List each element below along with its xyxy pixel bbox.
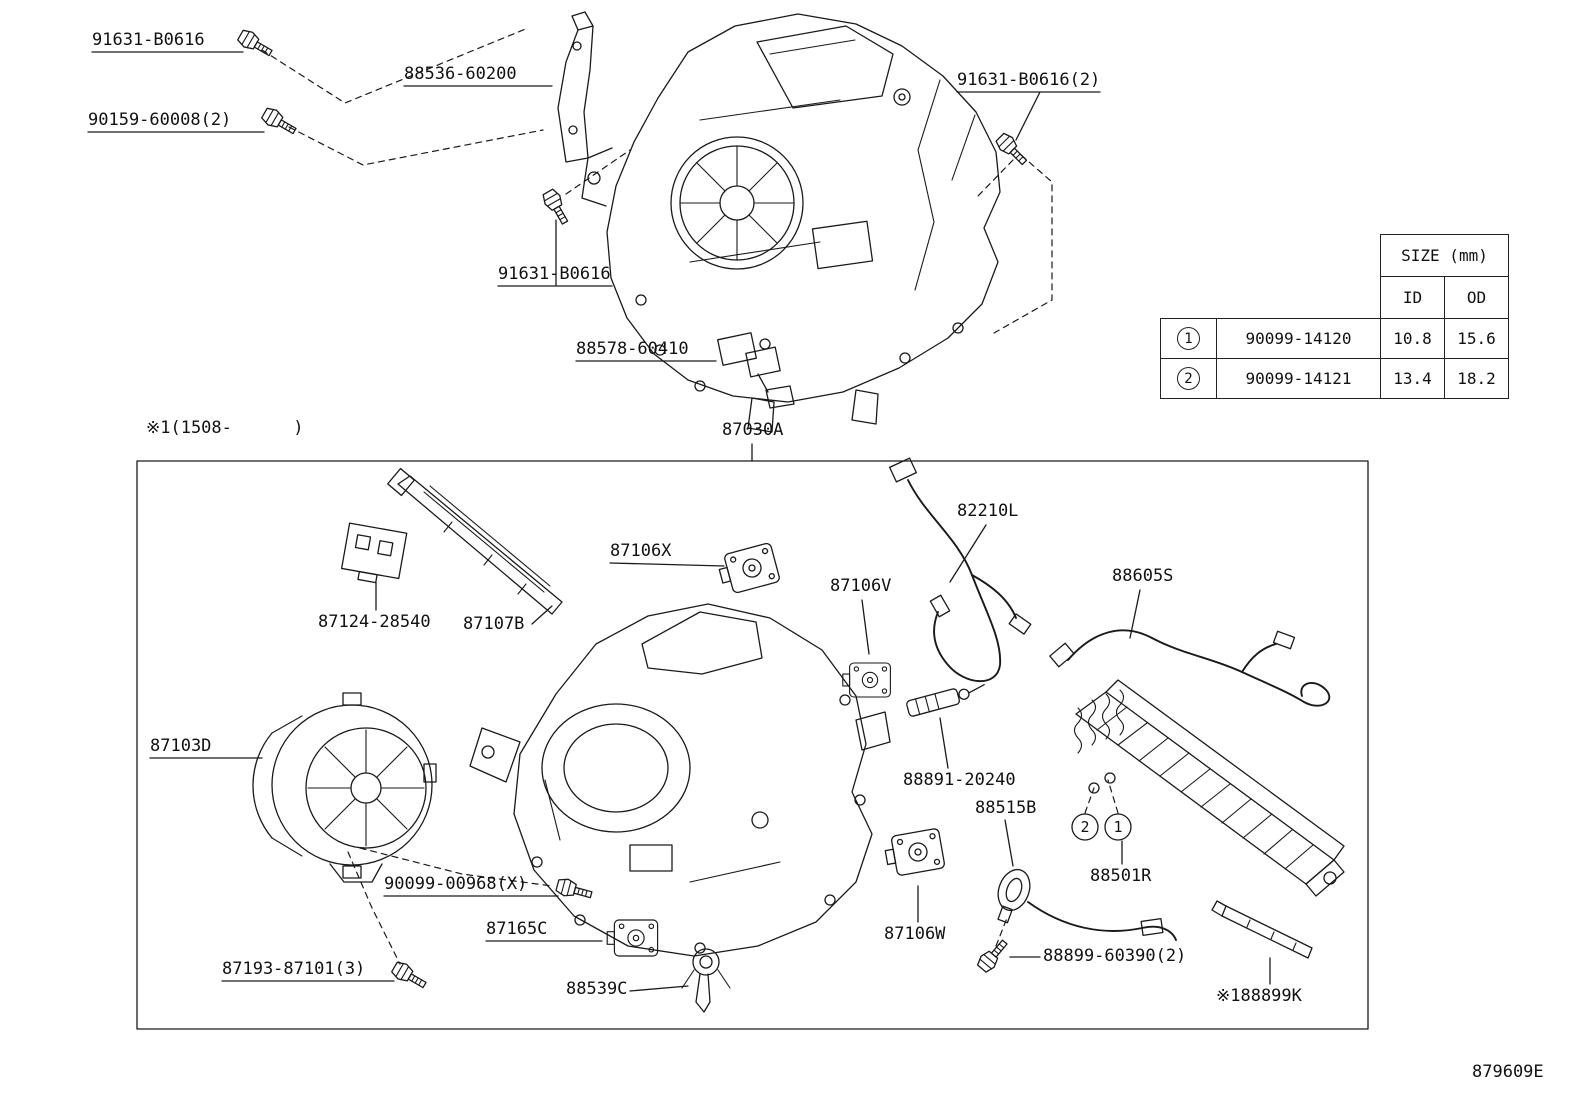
part-label-duct-87107b: 87107B bbox=[463, 614, 525, 634]
part-label-servo-87165c: 87165C bbox=[486, 919, 548, 939]
harness-82210l-drawing bbox=[888, 457, 1032, 683]
callout-1: 1 bbox=[1113, 818, 1122, 836]
part-label-strip-88899k: ※188899K bbox=[1216, 986, 1302, 1006]
size-table-num-cell: 2 bbox=[1160, 358, 1217, 399]
size-table-spacer bbox=[1217, 277, 1381, 319]
part-label-bolt-top-right: 91631-B0616(2) bbox=[957, 70, 1101, 90]
circled-number: 2 bbox=[1177, 367, 1200, 390]
size-table-spacer bbox=[1217, 235, 1381, 277]
strip-88899k-drawing bbox=[1211, 900, 1313, 959]
part-label-blower-87103d: 87103D bbox=[150, 736, 212, 756]
callout-2: 2 bbox=[1080, 818, 1089, 836]
alignment-dashed-lines bbox=[261, 27, 1119, 965]
part-label-servo-87106v: 87106V bbox=[830, 576, 892, 596]
size-table-spacer bbox=[1161, 277, 1217, 319]
part-label-bolt-center: 91631-B0616 bbox=[498, 264, 611, 284]
doc-number: 879609E bbox=[1472, 1062, 1544, 1082]
size-table-id-cell: 13.4 bbox=[1380, 358, 1445, 399]
leader-lines bbox=[87, 51, 1271, 992]
tube-88891-drawing bbox=[906, 684, 985, 717]
part-label-bracket-87124: 87124-28540 bbox=[318, 612, 431, 632]
part-label-screw-87193: 87193-87101(3) bbox=[222, 959, 366, 979]
size-table-part-cell: 90099-14121 bbox=[1216, 358, 1381, 399]
servo-87106w-drawing bbox=[882, 827, 946, 878]
size-table: SIZE (mm) ID OD 1 90099-14120 10.8 15.6 … bbox=[1160, 234, 1509, 399]
part-label-core-88501r: 88501R bbox=[1090, 866, 1152, 886]
part-label-tube-88891: 88891-20240 bbox=[903, 770, 1016, 790]
part-label-servo-87106w: 87106W bbox=[884, 924, 946, 944]
assembly-box-border bbox=[136, 460, 1369, 1030]
size-table-col-od: OD bbox=[1444, 276, 1509, 319]
screw-icon bbox=[993, 130, 1032, 169]
part-label-harness-82210l: 82210L bbox=[957, 501, 1019, 521]
part-label-bolt-top-left: 91631-B0616 bbox=[92, 30, 205, 50]
sensor-88515b-drawing bbox=[997, 868, 1177, 941]
screw-icon bbox=[539, 187, 574, 228]
size-table-spacer bbox=[1161, 235, 1217, 277]
bracket-88536-drawing bbox=[557, 11, 594, 163]
part-label-screw-90159: 90159-60008(2) bbox=[88, 110, 232, 130]
circled-number: 1 bbox=[1177, 327, 1200, 350]
harness-88605s-drawing bbox=[1049, 629, 1331, 707]
part-label-harness-88605s: 88605S bbox=[1112, 566, 1174, 586]
screw-icon bbox=[389, 959, 430, 993]
size-table-num-cell: 1 bbox=[1160, 318, 1217, 359]
screw-icon bbox=[259, 105, 300, 139]
size-table-id-cell: 10.8 bbox=[1380, 318, 1445, 359]
drain-88539c-drawing bbox=[681, 948, 731, 1013]
part-label-assembly-87030a: 87030A bbox=[722, 420, 784, 440]
size-table-row: 2 90099-14121 13.4 18.2 bbox=[1160, 358, 1509, 399]
duct-87107b-drawing bbox=[387, 467, 563, 615]
size-table-od-cell: 18.2 bbox=[1444, 358, 1509, 399]
heater-assembly-drawing bbox=[581, 13, 1001, 433]
blower-motor-drawing bbox=[252, 692, 437, 883]
size-table-od-cell: 15.6 bbox=[1444, 318, 1509, 359]
servo-87165c-drawing bbox=[606, 919, 659, 957]
screw-icon bbox=[974, 935, 1012, 975]
part-label-bracket-88536: 88536-60200 bbox=[404, 64, 517, 84]
part-label-drain-88539c: 88539C bbox=[566, 979, 628, 999]
cooler-assembly-drawing bbox=[469, 603, 891, 957]
size-table-part-cell: 90099-14120 bbox=[1216, 318, 1381, 359]
part-label-sensor-88515b: 88515B bbox=[975, 798, 1037, 818]
part-label-screw-88899: 88899-60390(2) bbox=[1043, 946, 1187, 966]
servo-87106x-drawing bbox=[715, 541, 782, 597]
part-label-screw-90099: 90099-00968(X) bbox=[384, 874, 528, 894]
size-table-col-id: ID bbox=[1380, 276, 1445, 319]
note-effective-date: ※1(1508- ) bbox=[146, 418, 304, 438]
bracket-87124-drawing bbox=[340, 522, 408, 584]
resistor-88578-drawing bbox=[717, 332, 795, 409]
servo-87106v-drawing bbox=[842, 662, 891, 698]
size-table-title: SIZE (mm) bbox=[1380, 234, 1509, 277]
callout-circles: 2 1 bbox=[1071, 813, 1132, 841]
heater-core-drawing bbox=[1073, 679, 1345, 897]
screw-icon bbox=[235, 27, 276, 61]
part-label-servo-87106x: 87106X bbox=[610, 541, 672, 561]
screw-icon bbox=[554, 876, 595, 904]
part-label-resistor-88578: 88578-60410 bbox=[576, 339, 689, 359]
size-table-row: 1 90099-14120 10.8 15.6 bbox=[1160, 318, 1509, 359]
